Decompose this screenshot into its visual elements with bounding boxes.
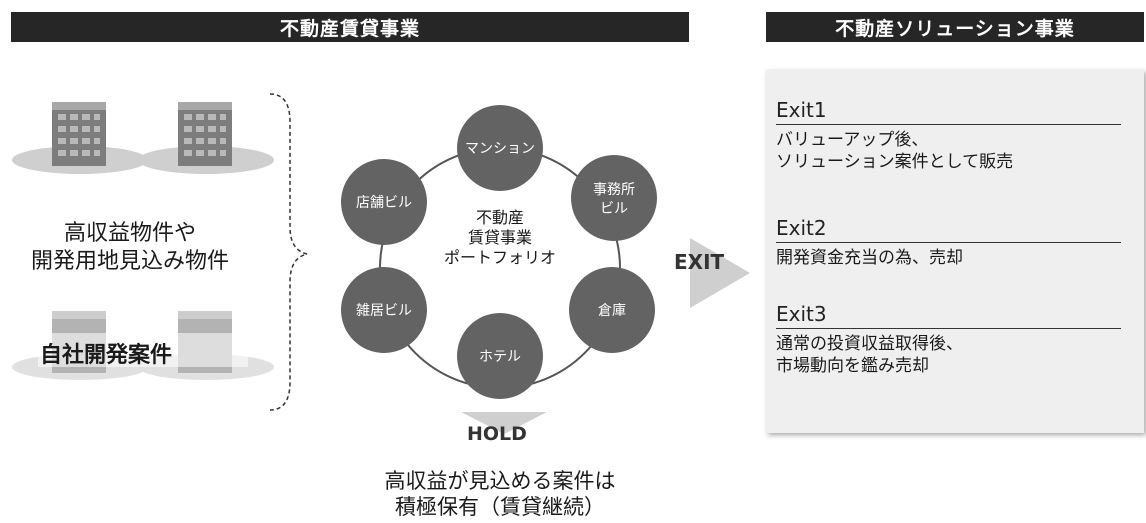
- rental-business-title: 不動産賃貸事業: [279, 17, 420, 40]
- rental-business-header: 不動産賃貸事業: [11, 12, 689, 42]
- exit-1-line1: バリューアップ後、: [776, 130, 929, 150]
- exit-2-body: 開発資金充当の為、売却: [776, 247, 1121, 269]
- node-mansion: [457, 105, 543, 191]
- solution-business-header: 不動産ソリューション事業: [766, 12, 1144, 42]
- building-icon: [12, 102, 148, 174]
- exit-3-line1: 通常の投資収益取得後、: [776, 334, 963, 354]
- exit-option-1: Exit1 バリューアップ後、 ソリューション案件として販売: [776, 98, 1121, 173]
- exit-1-title: Exit1: [776, 98, 1121, 125]
- node-office-building: [571, 155, 657, 241]
- exit-option-3: Exit3 通常の投資収益取得後、 市場動向を鑑み売却: [776, 302, 1121, 377]
- node-label-retail: 店舗ビル: [356, 195, 412, 211]
- hold-caption: 高収益が見込める案件は 積極保有（賃貸継続）: [320, 468, 680, 520]
- node-label-office-line2: ビル: [600, 201, 628, 217]
- exit-3-title: Exit3: [776, 302, 1121, 329]
- exit-options-panel: Exit1 バリューアップ後、 ソリューション案件として販売 Exit2 開発資…: [766, 70, 1144, 433]
- development-buildings-illustration: [12, 311, 274, 380]
- center-label-line2: 賃貸事業: [467, 228, 532, 247]
- acquired-buildings-illustration: [12, 102, 274, 174]
- hold-caption-line1: 高収益が見込める案件は: [384, 469, 616, 493]
- assets-label-line1: 高収益物件や: [63, 221, 196, 246]
- node-warehouse: [569, 267, 655, 353]
- development-label: 自社開発案件: [40, 343, 173, 368]
- node-label-hotel: ホテル: [479, 349, 521, 365]
- exit-label: EXIT: [674, 250, 725, 274]
- exit-1-body: バリューアップ後、 ソリューション案件として販売: [776, 129, 1121, 173]
- exit-2-title: Exit2: [776, 216, 1121, 243]
- node-label-office-line1: 事務所: [593, 182, 635, 198]
- assets-label-line2: 開発用地見込み物件: [30, 249, 229, 274]
- hold-arrow-icon: [461, 412, 547, 434]
- portfolio-diagram: マンション 事務所 ビル 倉庫 ホテル 雑居ビル 店舗ビル: [341, 105, 657, 399]
- solution-business-title: 不動産ソリューション事業: [835, 17, 1075, 40]
- exit-arrow-icon: [690, 238, 750, 308]
- node-label-warehouse: 倉庫: [598, 302, 626, 319]
- node-retail-building: [341, 159, 427, 245]
- assets-label: 高収益物件や 開発用地見込み物件: [0, 220, 260, 276]
- node-label-mansion: マンション: [465, 141, 535, 157]
- exit-option-2: Exit2 開発資金充当の為、売却: [776, 216, 1121, 269]
- node-hotel: [457, 313, 543, 399]
- exit-2-line1: 開発資金充当の為、売却: [776, 248, 963, 268]
- node-label-mixed: 雑居ビル: [356, 303, 412, 319]
- center-label-line3: ポートフォリオ: [443, 248, 556, 267]
- exit-3-body: 通常の投資収益取得後、 市場動向を鑑み売却: [776, 333, 1121, 377]
- exit-3-line2: 市場動向を鑑み売却: [776, 356, 929, 376]
- portfolio-center-label: 不動産 賃貸事業 ポートフォリオ: [405, 208, 595, 268]
- node-mixed-use-building: [341, 267, 427, 353]
- exit-1-line2: ソリューション案件として販売: [776, 152, 1014, 172]
- hold-label: HOLD: [467, 423, 527, 445]
- building-icon: [138, 102, 274, 174]
- hold-caption-line2: 積極保有（賃貸継続）: [395, 495, 605, 519]
- center-label-line1: 不動産: [475, 208, 524, 227]
- grouping-brace: [269, 93, 308, 411]
